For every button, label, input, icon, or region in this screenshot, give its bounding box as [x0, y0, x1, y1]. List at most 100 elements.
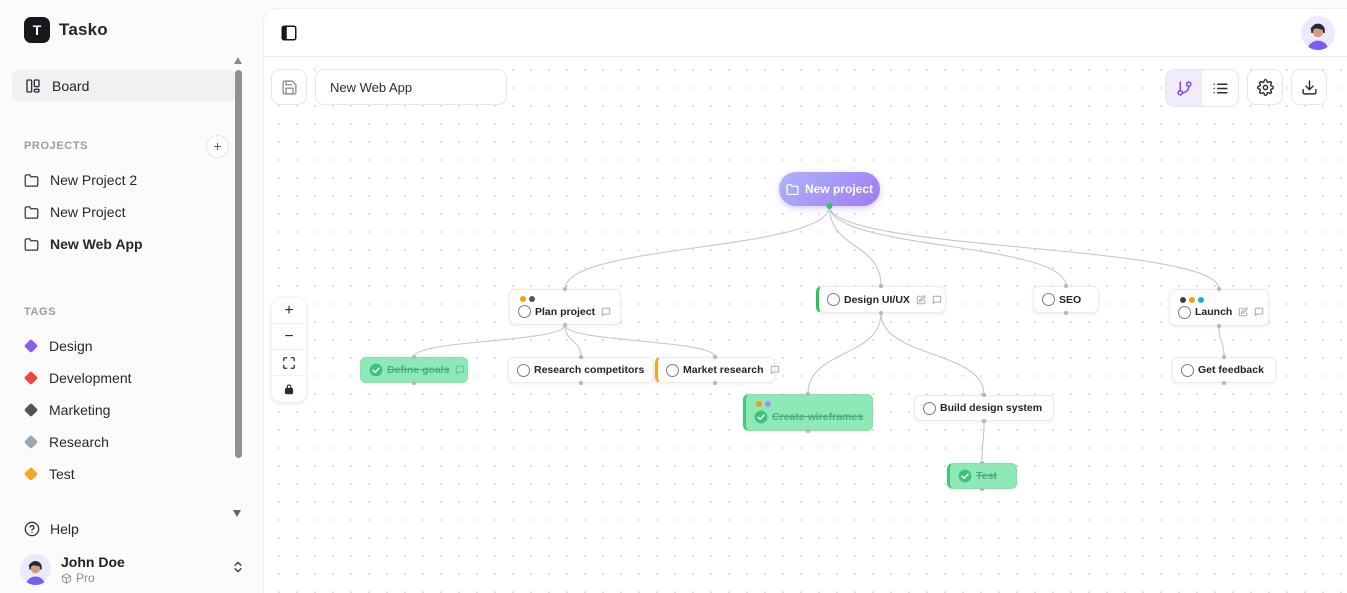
node-label: Research competitors — [534, 364, 645, 376]
user-menu[interactable]: John Doe Pro — [20, 554, 245, 585]
task-checkbox[interactable] — [1042, 293, 1055, 306]
canvas-node-research[interactable]: Research competitors — [508, 357, 654, 383]
tag-diamond-icon — [23, 434, 39, 450]
task-checkbox[interactable] — [518, 305, 531, 318]
edit-icon[interactable] — [916, 294, 926, 305]
task-checkbox[interactable] — [517, 363, 530, 377]
sidebar-project-item[interactable]: New Project — [0, 196, 263, 228]
chevron-up-down-icon[interactable] — [231, 560, 245, 579]
zoom-out-button[interactable]: − — [272, 324, 306, 350]
projects-header: PROJECTS — [24, 140, 89, 152]
board-icon — [26, 79, 40, 93]
project-name-input[interactable] — [315, 69, 507, 105]
node-label: Define goals — [387, 364, 450, 376]
tag-diamond-icon — [23, 402, 39, 418]
tag-dots — [1180, 296, 1260, 303]
task-checkbox[interactable] — [827, 293, 840, 306]
user-name: John Doe — [61, 554, 125, 570]
comment-icon[interactable] — [770, 365, 780, 375]
zoom-in-button[interactable]: + — [272, 298, 306, 324]
sidebar-tag-item[interactable]: Research — [0, 426, 263, 458]
comment-icon[interactable] — [932, 295, 942, 305]
app-logo: T Tasko — [0, 0, 263, 43]
sidebar-project-item[interactable]: New Web App — [0, 228, 263, 260]
scrollbar-up-arrow[interactable] — [234, 57, 242, 64]
canvas-node-root[interactable]: New project — [779, 172, 880, 206]
check-circle-icon[interactable] — [958, 469, 972, 483]
tag-dots — [756, 401, 864, 407]
task-checkbox[interactable] — [923, 401, 936, 415]
export-button[interactable] — [1291, 69, 1327, 105]
node-label: Plan project — [535, 305, 596, 318]
task-checkbox[interactable] — [1178, 305, 1191, 319]
check-circle-icon[interactable] — [754, 410, 768, 424]
save-button[interactable] — [271, 69, 307, 105]
node-label: Test — [976, 470, 997, 482]
sidebar-tag-item[interactable]: Marketing — [0, 394, 263, 426]
comment-icon[interactable] — [1254, 307, 1264, 317]
tree-view-button[interactable] — [1166, 70, 1202, 106]
folder-icon — [24, 237, 39, 251]
fit-view-icon — [283, 356, 295, 369]
folder-icon — [786, 183, 799, 195]
tags-header: TAGS — [24, 306, 57, 318]
lock-button[interactable] — [272, 376, 306, 402]
lock-icon — [284, 384, 294, 395]
node-label: New project — [804, 182, 873, 196]
scrollbar-down-arrow[interactable] — [233, 510, 241, 517]
help-label: Help — [50, 521, 79, 537]
sidebar-project-item[interactable]: New Project 2 — [0, 164, 263, 196]
comment-icon[interactable] — [601, 307, 611, 317]
node-label: Get feedback — [1198, 364, 1264, 376]
board-label: Board — [52, 78, 90, 94]
sidebar-tag-item[interactable]: Design — [0, 330, 263, 362]
canvas-node-feedback[interactable]: Get feedback — [1172, 357, 1276, 383]
canvas-node-test[interactable]: Test — [947, 463, 1017, 489]
node-label: Design UI/UX — [844, 293, 910, 306]
canvas-node-build[interactable]: Build design system — [914, 395, 1054, 421]
canvas-node-market[interactable]: Market research — [655, 357, 779, 383]
fit-view-button[interactable] — [272, 350, 306, 376]
task-checkbox[interactable] — [1181, 363, 1194, 377]
sidebar-item-help[interactable]: Help — [24, 521, 79, 537]
edit-icon[interactable] — [1238, 307, 1249, 317]
tag-diamond-icon — [23, 338, 39, 354]
git-branch-icon — [1176, 80, 1192, 96]
canvas-node-plan[interactable]: Plan project — [509, 289, 621, 325]
sidebar-tag-item[interactable]: Test — [0, 458, 263, 490]
canvas-node-design[interactable]: Design UI/UX — [816, 286, 946, 313]
sidebar: T Tasko Board PROJECTS + New Project 2 N… — [0, 0, 263, 593]
tag-name: Development — [49, 370, 132, 386]
user-avatar — [20, 554, 51, 585]
download-icon — [1301, 79, 1317, 95]
add-project-button[interactable]: + — [206, 134, 229, 158]
zoom-controls: + − — [272, 298, 306, 402]
user-avatar-topbar[interactable] — [1301, 15, 1335, 50]
sidebar-toggle-button[interactable] — [276, 20, 302, 46]
canvas-node-seo[interactable]: SEO — [1033, 286, 1099, 313]
view-toggle-group — [1165, 69, 1239, 107]
node-label: Launch — [1195, 306, 1233, 318]
node-label: Build design system — [940, 402, 1043, 414]
tag-name: Design — [49, 338, 93, 354]
folder-icon — [24, 205, 39, 219]
logo-icon: T — [24, 17, 50, 43]
gear-icon — [1256, 78, 1274, 96]
node-label: SEO — [1059, 293, 1082, 306]
canvas-node-wireframes[interactable]: Create wireframes — [743, 394, 873, 431]
canvas-node-define[interactable]: Define goals — [360, 357, 468, 383]
check-circle-icon[interactable] — [369, 363, 383, 377]
app-name: Tasko — [59, 20, 108, 39]
comment-icon[interactable] — [455, 365, 465, 375]
sidebar-tag-item[interactable]: Development — [0, 362, 263, 394]
tag-name: Marketing — [49, 402, 111, 418]
help-icon — [24, 521, 40, 537]
canvas-node-launch[interactable]: Launch — [1169, 289, 1269, 326]
sidebar-item-board[interactable]: Board — [12, 70, 237, 102]
scrollbar-thumb[interactable] — [235, 70, 242, 458]
settings-button[interactable] — [1247, 69, 1283, 105]
list-view-button[interactable] — [1202, 70, 1238, 106]
task-checkbox[interactable] — [666, 363, 679, 377]
